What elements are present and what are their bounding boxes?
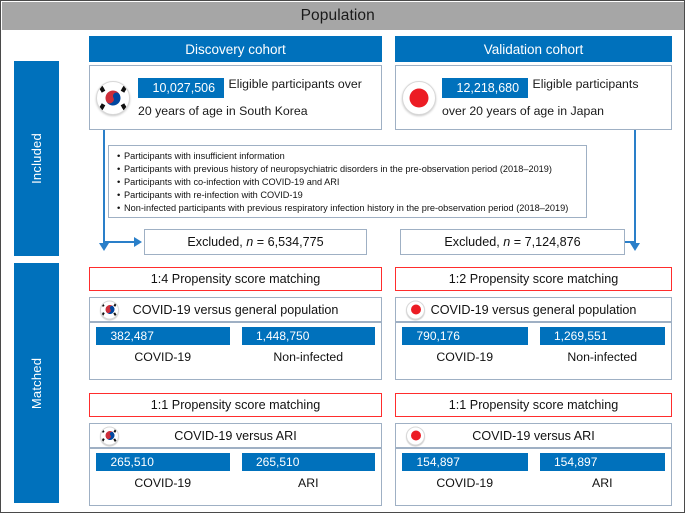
connector-right-vertical (634, 130, 637, 243)
discovery-matching2-group2-label: ARI (298, 476, 319, 490)
south-korea-flag-icon (100, 426, 119, 445)
discovery-matching2-group1-count: 265,510 (110, 455, 154, 469)
validation-matching1-group2-badge: 1,269,551 (539, 327, 665, 345)
page-title: Population (300, 7, 375, 24)
validation-matching1-group2-count: 1,269,551 (554, 329, 608, 343)
band-included-label: Included (29, 133, 44, 184)
validation-matching1-title: 1:2 Propensity score matching (395, 267, 672, 291)
connector-left-to-excluded (105, 240, 135, 243)
group-cell: 1,269,551 Non-infected (534, 323, 672, 379)
discovery-excluded-box: Excluded, n = 6,534,775 (144, 229, 367, 255)
band-included: Included (14, 61, 59, 256)
discovery-matching1-group1-badge: 382,487 (96, 327, 230, 345)
discovery-excluded-value: = 6,534,775 (256, 235, 324, 249)
discovery-matching2-comparison-row: COVID-19 versus ARI (89, 423, 382, 448)
group-cell: 154,897 COVID-19 (396, 449, 534, 505)
discovery-matching2-group2-badge: 265,510 (241, 453, 375, 471)
validation-matching1-group2-label: Non-infected (567, 350, 638, 364)
band-matched: Matched (14, 263, 59, 503)
population-header: Population (2, 2, 684, 30)
exclusion-criteria-list: Participants with insufficient informati… (116, 150, 579, 215)
discovery-eligible-box: 10,027,506 Eligible participants over 20… (89, 65, 382, 130)
arrow-down-left (98, 243, 109, 251)
criteria-item: Non-infected participants with previous … (116, 202, 579, 215)
validation-excluded-prefix: Excluded, (444, 235, 500, 249)
connector-left-vertical (103, 130, 106, 243)
criteria-item: Participants with re-infection with COVI… (116, 189, 579, 202)
discovery-cohort-header: Discovery cohort (89, 36, 382, 62)
south-korea-flag-icon (96, 80, 130, 115)
validation-matching2-comparison-row: COVID-19 versus ARI (395, 423, 672, 448)
validation-matching1-group1-count: 790,176 (416, 329, 460, 343)
group-cell: 790,176 COVID-19 (396, 323, 534, 379)
validation-eligible-description: Eligible participants over 20 years of a… (442, 77, 639, 118)
validation-eligible-count-badge: 12,218,680 (442, 78, 529, 98)
validation-excluded-value: = 7,124,876 (513, 235, 581, 249)
validation-matching2-group2-badge: 154,897 (539, 453, 665, 471)
validation-excluded-box: Excluded, n = 7,124,876 (400, 229, 625, 255)
discovery-matching1-comparison: COVID-19 versus general population (132, 302, 339, 317)
discovery-excluded-n: n (246, 235, 254, 249)
validation-matching1-comparison: COVID-19 versus general population (430, 302, 637, 317)
band-matched-label: Matched (29, 357, 45, 409)
discovery-matching1-groups: 382,487 COVID-19 1,448,750 Non-infected (89, 322, 382, 380)
validation-matching1-group1-label: COVID-19 (436, 350, 494, 364)
criteria-item: Participants with co-infection with COVI… (116, 176, 579, 189)
discovery-eligible-description: Eligible participants over 20 years of a… (138, 77, 362, 118)
discovery-matching2-comparison: COVID-19 versus ARI (174, 428, 297, 443)
discovery-matching1-group2-label: Non-infected (273, 350, 344, 364)
validation-matching2-group1-badge: 154,897 (402, 453, 528, 471)
japan-flag-icon (402, 80, 436, 115)
validation-matching1-groups: 790,176 COVID-19 1,269,551 Non-infected (395, 322, 672, 380)
arrow-right-excluded-left (134, 236, 142, 247)
validation-matching2-group1-label: COVID-19 (436, 476, 494, 490)
validation-eligible-box: 12,218,680 Eligible participants over 20… (395, 65, 672, 130)
discovery-matching1-group1-count: 382,487 (110, 329, 154, 343)
validation-matching2-groups: 154,897 COVID-19 154,897 ARI (395, 448, 672, 506)
discovery-matching1-group2-badge: 1,448,750 (241, 327, 375, 345)
criteria-item: Participants with insufficient informati… (116, 150, 579, 163)
japan-flag-icon (406, 300, 425, 319)
validation-matching1-comparison-row: COVID-19 versus general population (395, 297, 672, 322)
exclusion-criteria-box: Participants with insufficient informati… (108, 145, 587, 218)
validation-matching2-group2-label: ARI (592, 476, 613, 490)
validation-excluded-n: n (503, 235, 511, 249)
validation-eligible-count: 12,218,680 (456, 81, 520, 95)
discovery-matching1-group2-count: 1,448,750 (256, 329, 310, 343)
discovery-matching2-group1-badge: 265,510 (96, 453, 230, 471)
validation-matching2-group1-count: 154,897 (416, 455, 460, 469)
validation-matching2-group2-count: 154,897 (554, 455, 598, 469)
group-cell: 265,510 ARI (236, 449, 382, 505)
discovery-matching2-group2-count: 265,510 (256, 455, 300, 469)
discovery-matching2-title: 1:1 Propensity score matching (89, 393, 382, 417)
arrow-down-right (629, 243, 640, 251)
discovery-matching1-group1-label: COVID-19 (134, 350, 192, 364)
group-cell: 154,897 ARI (534, 449, 672, 505)
validation-matching1-group1-badge: 790,176 (402, 327, 528, 345)
validation-matching2-comparison: COVID-19 versus ARI (472, 428, 595, 443)
group-cell: 382,487 COVID-19 (90, 323, 236, 379)
criteria-item: Participants with previous history of ne… (116, 163, 579, 176)
discovery-eligible-count: 10,027,506 (152, 81, 216, 95)
discovery-matching2-group1-label: COVID-19 (134, 476, 192, 490)
discovery-matching1-title: 1:4 Propensity score matching (89, 267, 382, 291)
discovery-matching2-groups: 265,510 COVID-19 265,510 ARI (89, 448, 382, 506)
group-cell: 265,510 COVID-19 (90, 449, 236, 505)
group-cell: 1,448,750 Non-infected (236, 323, 382, 379)
discovery-matching1-comparison-row: COVID-19 versus general population (89, 297, 382, 322)
japan-flag-icon (406, 426, 425, 445)
validation-matching2-title: 1:1 Propensity score matching (395, 393, 672, 417)
discovery-excluded-prefix: Excluded, (187, 235, 243, 249)
discovery-eligible-count-badge: 10,027,506 (138, 78, 225, 98)
south-korea-flag-icon (100, 300, 119, 319)
validation-cohort-header: Validation cohort (395, 36, 672, 62)
